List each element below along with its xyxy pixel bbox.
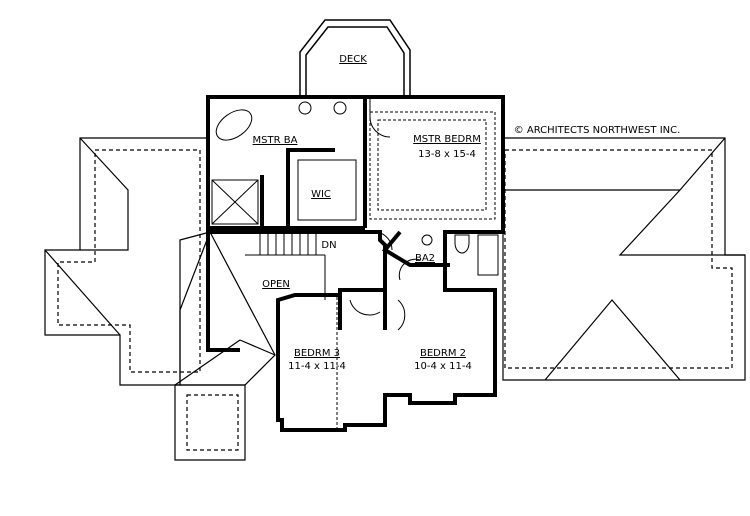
roof-right (502, 137, 746, 381)
bedroom3-label: BEDRM 3 (294, 348, 340, 359)
bedroom2-label: BEDRM 2 (420, 348, 466, 359)
master-bedroom-label: MSTR BEDRM (413, 134, 481, 145)
deck-label: DECK (339, 54, 367, 65)
copyright-notice: © ARCHITECTS NORTHWEST INC. (514, 125, 681, 136)
stairs (245, 230, 326, 300)
wic-label: WIC (311, 189, 331, 200)
interior-walls (206, 97, 450, 352)
bedroom2-size: 10-4 x 11-4 (414, 361, 472, 372)
bath2-label: BA2 (415, 253, 435, 264)
bedroom3-size: 11-4 x 11-4 (288, 361, 346, 372)
master-bedroom-size: 13-8 x 15-4 (418, 149, 476, 160)
open-label: OPEN (262, 279, 290, 290)
roof-left (44, 137, 276, 461)
stairs-down-label: DN (321, 240, 336, 251)
fixtures (211, 97, 499, 430)
exterior-walls (206, 95, 505, 432)
master-bath-label: MSTR BA (253, 135, 298, 146)
